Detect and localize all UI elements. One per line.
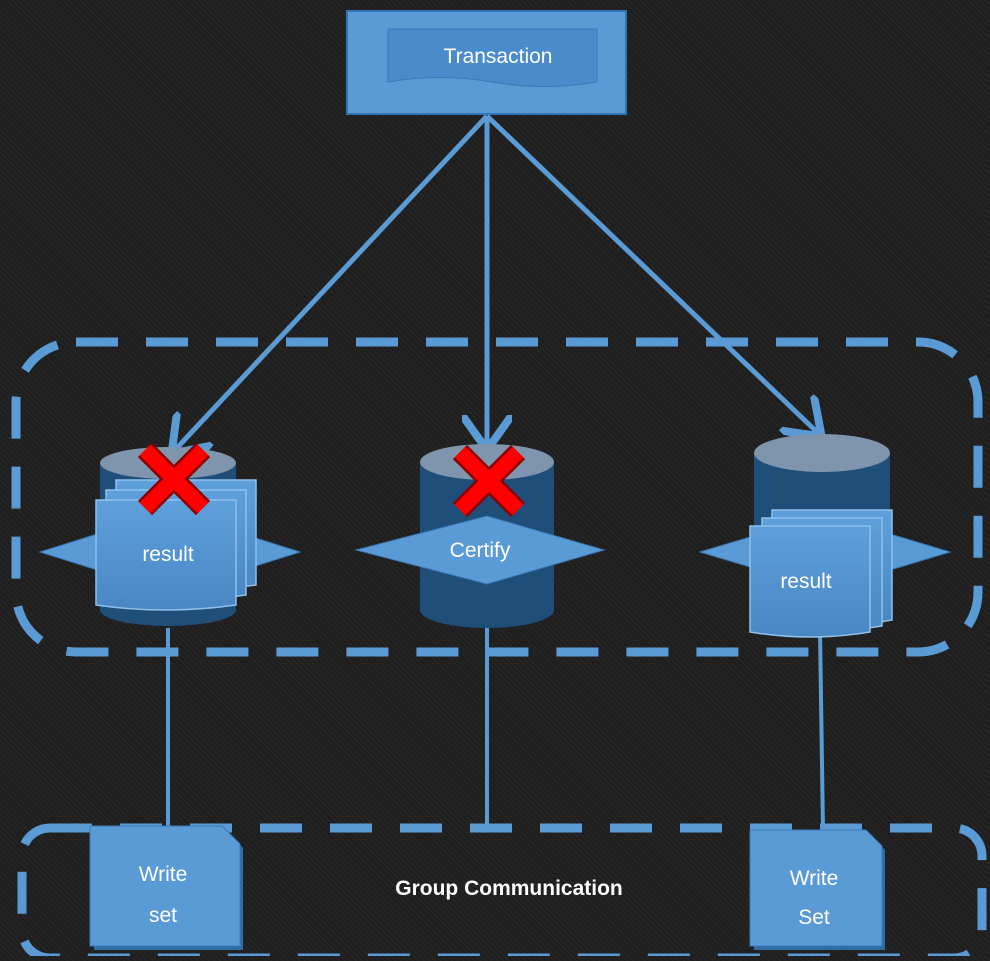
certify-label: Certify [450, 539, 511, 562]
transaction-node: Transaction [346, 10, 627, 115]
left-write-set-line1: Write [139, 863, 188, 886]
left-result-documents [95, 479, 257, 611]
right-write-set: Write Set [749, 829, 885, 950]
left-fail-x-icon [137, 442, 211, 516]
transaction-label: Transaction [444, 45, 553, 68]
right-result-label: result [780, 570, 832, 593]
replica-group-boundary [11, 337, 983, 657]
middle-replica-node: Certify [354, 444, 606, 628]
right-result-documents [749, 509, 893, 638]
left-result-label: result [142, 543, 194, 566]
middle-fail-x-icon [452, 444, 526, 518]
right-write-set-line1: Write [790, 867, 839, 890]
right-write-set-document [749, 829, 883, 947]
left-write-set-line2: set [149, 904, 177, 927]
certify-decision-shape [354, 515, 606, 585]
left-replica-node: result [38, 442, 302, 626]
group-communication-label: Group Communication [395, 877, 623, 900]
right-connector-line [818, 631, 825, 831]
arrow-to-right-node [485, 114, 818, 433]
group-communication-boundary [17, 823, 987, 961]
left-write-set: Write set [89, 825, 243, 950]
arrow-to-left-node [175, 114, 489, 450]
right-write-set-line2: Set [798, 906, 830, 929]
left-write-set-document [89, 825, 241, 947]
right-replica-node: result [698, 434, 952, 638]
transaction-document-icon [387, 28, 598, 87]
